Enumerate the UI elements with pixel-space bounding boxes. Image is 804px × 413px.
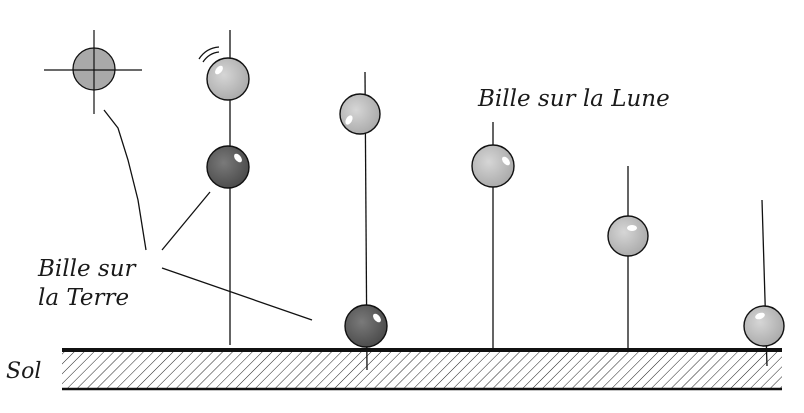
moon-marble-1 [206, 57, 250, 101]
earth-marbles [206, 145, 388, 348]
moon-marble-3 [471, 144, 515, 188]
motion-arcs-icon [198, 46, 220, 63]
moon-marbles [206, 57, 785, 347]
pointer-to-earth-marble-1 [161, 191, 211, 251]
moon-marble-label: Bille sur la Lune [477, 86, 670, 112]
pointer-to-earth-marble-2 [161, 267, 313, 321]
earth-marble-label-line1: Bille sur [37, 256, 138, 282]
pointer-to-launch [103, 109, 147, 251]
ground-label: Sol [6, 359, 41, 384]
earth-label-pointers [103, 109, 313, 321]
crosshair-icon [44, 30, 142, 114]
ground [62, 348, 782, 391]
moon-marble-5 [743, 305, 785, 347]
ground-hatch [62, 351, 782, 389]
earth-marble-1 [206, 145, 250, 189]
moon-marble-4 [607, 215, 649, 257]
earth-marble-2 [344, 304, 388, 348]
moon-marble-2 [339, 93, 381, 135]
earth-marble-label-line2: la Terre [38, 285, 129, 311]
